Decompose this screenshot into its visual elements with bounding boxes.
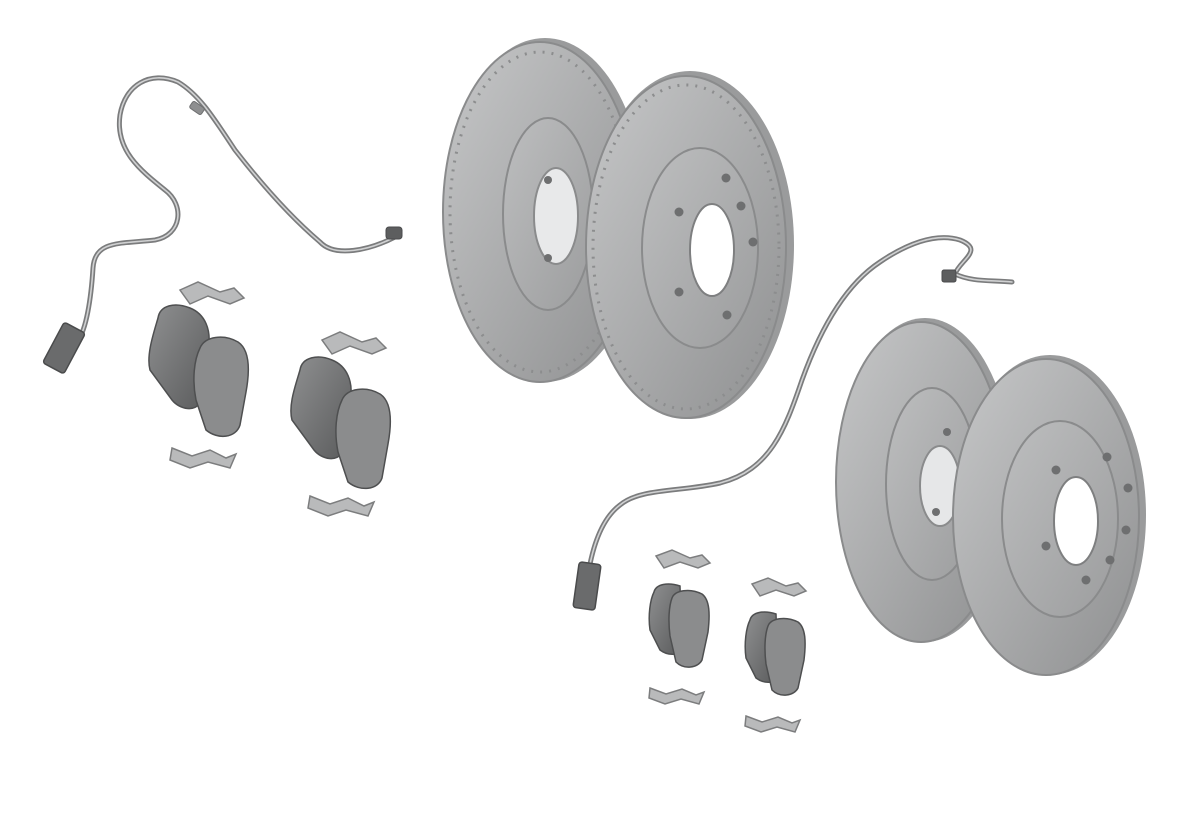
rear-disc-front <box>952 355 1146 676</box>
front-pad-sets <box>148 281 392 517</box>
front-pad-set-2 <box>290 331 392 517</box>
rear-pad-sets <box>648 549 808 733</box>
front-pad-set-1 <box>148 281 250 469</box>
rear-pad-set-2 <box>744 577 808 733</box>
front-disc-rear <box>442 38 645 383</box>
rear-pad-set-1 <box>648 549 712 705</box>
wear-sensor-front <box>42 75 403 374</box>
wear-sensor-rear <box>572 235 1015 611</box>
front-brake-discs <box>442 38 794 419</box>
front-disc-front <box>585 71 794 419</box>
rear-brake-discs <box>835 318 1146 676</box>
